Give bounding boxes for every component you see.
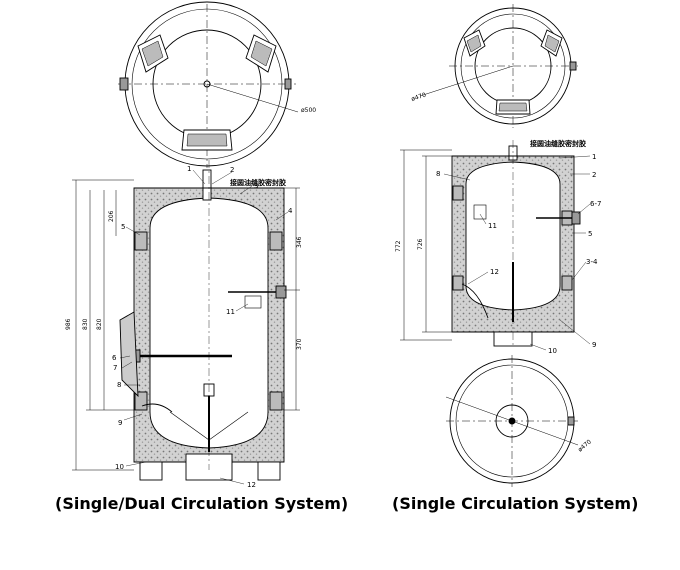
dim-346: 346 (296, 236, 303, 248)
right-callouts: 1 2 8 6-7 11 5 3-4 12 9 10 (436, 153, 601, 355)
right-section-view (451, 140, 581, 348)
dim-986: 986 (65, 318, 72, 330)
left-caption: (Single/Dual Circulation System) (55, 494, 349, 513)
right-callout-11: 11 (488, 222, 497, 230)
left-top-diameter: ø500 (301, 107, 316, 114)
right-leaders (443, 155, 591, 351)
right-dimension-labels: 772 726 (395, 238, 424, 252)
left-callout-12: 12 (247, 481, 256, 489)
right-callout-5: 5 (588, 230, 592, 238)
left-callout-9: 9 (118, 419, 122, 427)
right-top-view (419, 4, 578, 128)
right-callout-8: 8 (436, 170, 440, 178)
dim-726: 726 (417, 238, 424, 250)
left-callout-8: 8 (117, 381, 121, 389)
left-callouts: 1 2 3 4 5 6 7 8 9 10 11 12 (112, 165, 293, 489)
left-callout-10: 10 (115, 463, 124, 471)
left-callout-1: 1 (187, 165, 191, 173)
left-leaders (119, 169, 289, 485)
dim-830: 830 (82, 318, 89, 330)
right-dimension-lines (400, 149, 452, 341)
right-callout-6-7: 6-7 (590, 200, 601, 208)
right-bottom-view (445, 355, 579, 487)
left-section-view (119, 160, 287, 481)
left-callout-2: 2 (230, 166, 234, 174)
left-dimension-labels: 986 830 820 206 346 370 (65, 210, 303, 350)
right-seal-note: 接圆油缝胶密封胶 (530, 139, 586, 148)
left-callout-7: 7 (113, 364, 117, 372)
left-seal-note: 接圆油缝胶密封胶 (230, 178, 286, 187)
left-callout-4: 4 (288, 207, 293, 215)
right-callout-12: 12 (490, 268, 499, 276)
right-callout-2: 2 (592, 171, 596, 179)
left-callout-6: 6 (112, 354, 117, 362)
left-top-view (118, 1, 299, 168)
right-callout-1: 1 (592, 153, 596, 161)
right-callout-10: 10 (548, 347, 557, 355)
left-callout-3: 3 (254, 182, 258, 190)
dim-772: 772 (395, 240, 402, 252)
right-callout-9: 9 (592, 341, 596, 349)
left-callout-5: 5 (121, 223, 125, 231)
dim-206: 206 (108, 210, 115, 222)
dim-370: 370 (296, 338, 303, 350)
left-callout-11: 11 (226, 308, 235, 316)
right-caption: (Single Circulation System) (392, 494, 639, 513)
left-dimension-lines (72, 179, 300, 471)
right-top-diameter: ø470 (410, 92, 427, 103)
right-bottom-diameter: ø470 (577, 438, 593, 453)
right-callout-3-4: 3-4 (586, 258, 598, 266)
dim-820: 820 (96, 318, 103, 330)
